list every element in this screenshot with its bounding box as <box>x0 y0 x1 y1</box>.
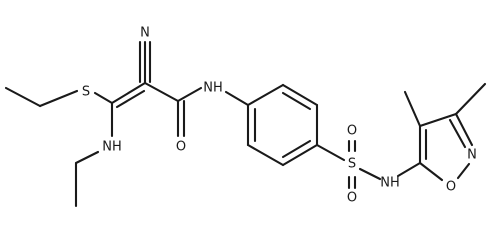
c4-methyl-bond <box>403 90 422 128</box>
sulfonyl-nh-bond <box>358 167 382 181</box>
nh-ch2-bond <box>74 150 100 165</box>
ethylamino-nh-label: NH <box>102 140 122 155</box>
c2-c3-bond-inner <box>115 89 146 109</box>
ring-inner-bond-1 <box>281 91 312 111</box>
ring-bond-4 <box>281 143 319 167</box>
nh-ring-bond <box>224 90 250 107</box>
c3-methyl-bond <box>454 82 487 116</box>
isox-o-c5-bond <box>418 161 444 182</box>
structure-canvas: N S NH NH O O S O NH N O <box>4 25 487 208</box>
c2-c3-bond <box>110 81 147 105</box>
alkene-core <box>93 81 180 138</box>
amide-group <box>176 86 250 138</box>
ring-inner-bond-2 <box>281 139 312 159</box>
ethyl-ch3-bond-top <box>4 86 42 108</box>
sulfonyl-o-bottom-label: O <box>347 191 357 206</box>
isox-c4-c3-bond <box>418 112 458 128</box>
ring-bond-2 <box>281 83 319 107</box>
isoxazole-ring <box>403 82 487 182</box>
c2-carbonyl-bond <box>143 81 180 103</box>
sulfonamide-nh-label: NH <box>380 176 400 191</box>
nh-isoxazole-bond <box>396 161 422 178</box>
chemical-structure-diagram: N S NH NH O O S O NH N O <box>4 26 487 208</box>
c3-sulfur-bond <box>93 91 114 105</box>
isox-c3-n-bond <box>454 112 474 147</box>
nitrile-n-label: N <box>140 26 150 41</box>
ring-sulfonyl-bond <box>315 143 346 162</box>
isoxazole-o-label: O <box>446 180 456 195</box>
isoxazole-n-label: N <box>467 148 477 163</box>
benzene-ring <box>246 83 319 167</box>
ethylamino-group <box>74 150 100 208</box>
amide-o-label: O <box>176 140 186 155</box>
amide-nh-label: NH <box>203 81 223 96</box>
isox-n-o-bond <box>456 162 471 180</box>
sulfur-ch2-bond <box>38 89 79 108</box>
thioether-s-label: S <box>82 85 90 100</box>
sulfonamide-group <box>315 139 422 190</box>
sulfonyl-o-top-label: O <box>347 124 357 139</box>
nitrile-group <box>138 40 152 85</box>
carbonyl-nh-bond <box>176 86 203 103</box>
isox-c3-n-inner <box>448 118 467 149</box>
ring-bond-1 <box>246 83 285 107</box>
sulfonyl-s-label: S <box>348 157 356 172</box>
ring-bond-5 <box>246 143 285 167</box>
ethylthio-group <box>4 86 79 108</box>
